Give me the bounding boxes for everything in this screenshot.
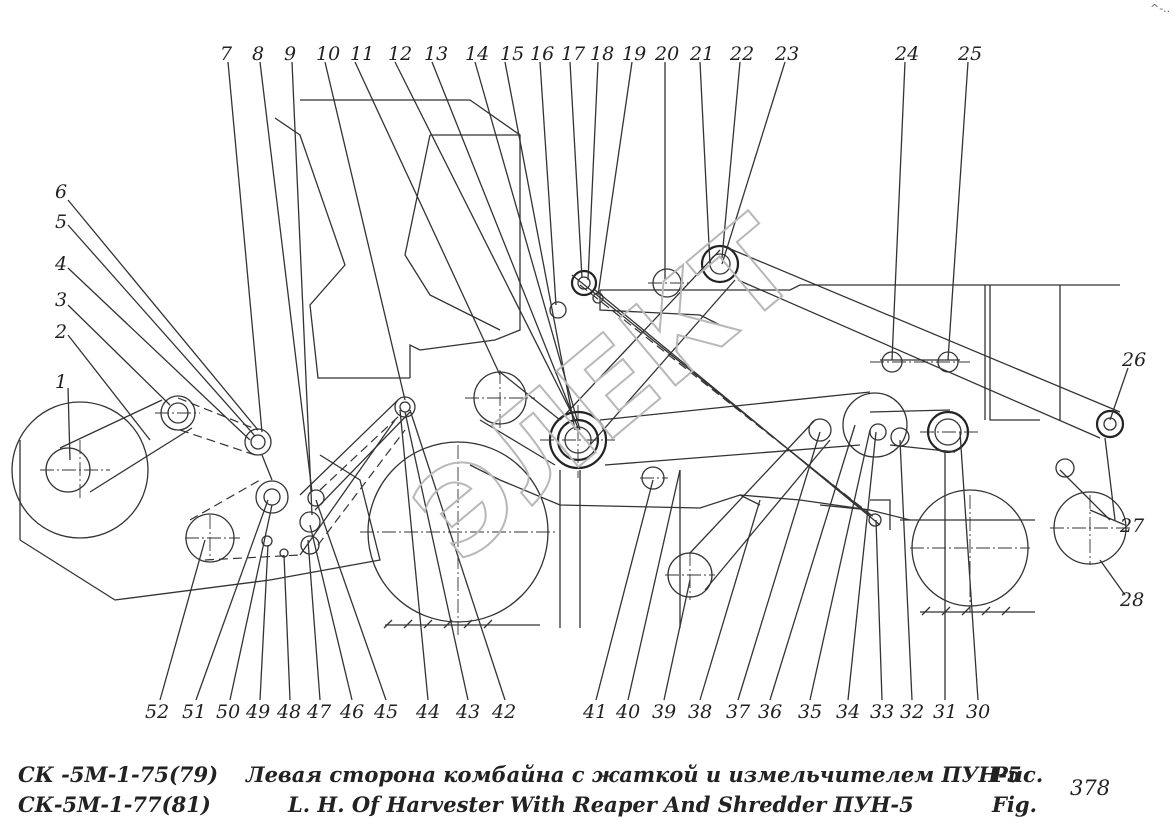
callout-4: 4 [54,253,67,275]
callout-16: 16 [530,43,554,65]
callout-8: 8 [252,43,264,65]
reel-wheel [11,401,149,539]
callout-25: 25 [957,43,982,65]
callout-32: 32 [900,701,924,723]
corner-mark: ^-.. [1150,2,1170,15]
callout-30: 30 [966,701,990,723]
caption-title-ru: Левая сторона комбайна с жаткой и измель… [246,762,1022,787]
callout-47: 47 [306,701,332,723]
callout-49: 49 [245,701,270,723]
callout-21: 21 [689,43,714,65]
callout-9: 9 [284,43,296,65]
callout-31: 31 [933,701,957,723]
callout-38: 38 [688,701,712,723]
center-lines [40,282,1130,635]
callout-43: 43 [455,701,480,723]
callout-22: 22 [729,43,754,65]
callout-40: 40 [615,701,640,723]
callout-28: 28 [1119,589,1144,611]
callout-2: 2 [54,321,67,343]
caption-model-line1: СК -5М-1-75(79) [18,762,219,787]
callout-51: 51 [182,701,206,723]
callout-45: 45 [373,701,398,723]
callout-12: 12 [388,43,412,65]
leader-lines [67,61,1129,701]
caption-title-en: L. H. Of Harvester With Reaper And Shred… [288,792,914,817]
machine-outline [19,99,1120,628]
callout-19: 19 [622,43,646,65]
caption-fig-number: 378 [1070,776,1111,800]
callout-33: 33 [870,701,894,723]
caption-model-line2: СК-5М-1-77(81) [18,792,211,817]
callout-15: 15 [500,43,524,65]
belts [59,247,1121,591]
callout-10: 10 [316,43,340,65]
callout-52: 52 [145,701,169,723]
callout-35: 35 [798,701,822,723]
callout-44: 44 [415,701,440,723]
callout-48: 48 [276,701,301,723]
callouts-left: 6 5 4 3 2 1 [54,181,67,393]
callout-20: 20 [654,43,679,65]
ground-lines [383,606,1035,629]
callout-5: 5 [55,211,67,233]
callouts-right: 26 27 28 [1119,349,1146,611]
caption-fig-en: Fig. [992,792,1037,817]
callout-18: 18 [590,43,614,65]
callout-39: 39 [652,701,676,723]
callout-11: 11 [350,43,374,65]
callout-23: 23 [774,43,799,65]
callout-13: 13 [424,43,448,65]
callouts-top: 7 8 9 10 11 12 13 14 15 16 17 18 19 20 2… [220,43,982,65]
callout-14: 14 [465,43,489,65]
callout-46: 46 [339,701,364,723]
callout-1: 1 [55,371,67,393]
callout-17: 17 [561,43,586,65]
callout-27: 27 [1119,515,1145,537]
callout-6: 6 [55,181,67,203]
caption-fig-ru: Рис. [992,762,1044,787]
callout-34: 34 [836,701,860,723]
callout-41: 41 [582,701,607,723]
callout-3: 3 [55,289,67,311]
callout-50: 50 [216,701,240,723]
callout-24: 24 [894,43,919,65]
callout-7: 7 [220,43,233,65]
callout-42: 42 [491,701,516,723]
callout-26: 26 [1121,349,1146,371]
callout-36: 36 [758,701,782,723]
callout-37: 37 [726,701,751,723]
callouts-bottom: 52 51 50 49 48 47 46 45 44 43 42 41 40 3… [145,701,990,723]
pulleys [11,244,1127,623]
